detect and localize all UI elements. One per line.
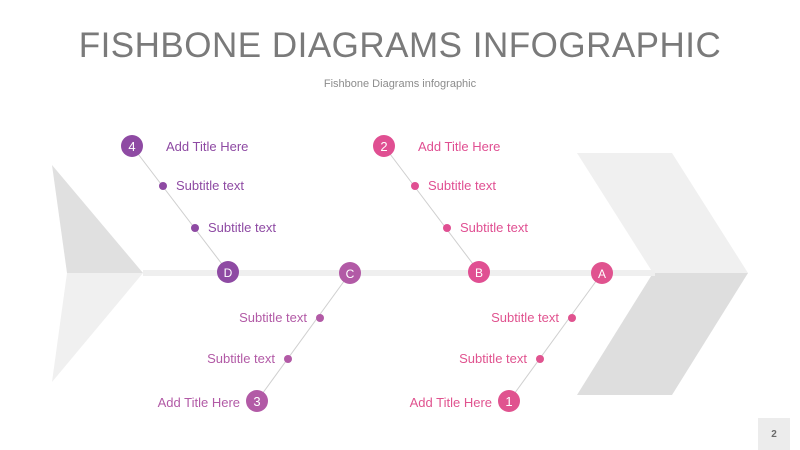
bone-c-marker: C [346,267,355,281]
bone-a-subtitle-1: Subtitle text [491,310,559,325]
fish-spine [143,270,655,276]
bone-d-marker-circle [217,261,239,283]
bone-b-dot-2 [443,224,451,232]
bone-d-line [131,145,229,273]
bone-d: 4 D Add Title Here Subtitle text Subtitl… [121,135,276,283]
bone-d-subtitle-2: Subtitle text [208,220,276,235]
page-number: 2 [758,418,790,450]
bone-a-number-circle [498,390,520,412]
bone-b: 2 B Add Title Here Subtitle text Subtitl… [373,135,528,283]
bone-a-marker: A [598,267,606,281]
bone-d-dot-2 [191,224,199,232]
bone-d-dot-1 [159,182,167,190]
bone-c-marker-circle [339,262,361,284]
bone-b-number-circle [373,135,395,157]
bone-a-title: Add Title Here [410,395,492,410]
bone-d-number: 4 [128,139,135,154]
bone-a-dot-2 [536,355,544,363]
bone-b-number: 2 [380,139,387,154]
bone-b-line [383,145,480,273]
fish-tail-lower [52,273,143,382]
bone-c: C 3 Subtitle text Subtitle text Add Titl… [158,262,361,412]
bone-c-dot-1 [316,314,324,322]
bone-b-marker: B [475,266,483,280]
bone-d-number-circle [121,135,143,157]
bone-c-line [256,272,351,402]
bone-a-line [508,272,603,402]
bone-c-dot-2 [284,355,292,363]
bone-c-number-circle [246,390,268,412]
bone-a-dot-1 [568,314,576,322]
bone-d-title: Add Title Here [166,139,248,154]
bone-b-dot-1 [411,182,419,190]
slide-title: FISHBONE DIAGRAMS INFOGRAPHIC [78,26,722,65]
bone-a: A 1 Subtitle text Subtitle text Add Titl… [410,262,613,412]
bone-c-subtitle-2: Subtitle text [207,351,275,366]
bone-a-subtitle-2: Subtitle text [459,351,527,366]
bone-b-subtitle-1: Subtitle text [428,178,496,193]
bone-b-marker-circle [468,261,490,283]
fish-head-upper [577,153,748,273]
bone-a-marker-circle [591,262,613,284]
bone-c-title: Add Title Here [158,395,240,410]
bone-c-number: 3 [253,394,260,409]
bone-d-subtitle-1: Subtitle text [176,178,244,193]
fish-tail-upper [52,165,143,273]
slide-subtitle: Fishbone Diagrams infographic [323,78,477,90]
bone-d-marker: D [224,266,233,280]
bone-b-title: Add Title Here [418,139,500,154]
bone-c-subtitle-1: Subtitle text [239,310,307,325]
bone-b-subtitle-2: Subtitle text [460,220,528,235]
fish-head-lower [577,273,748,395]
bone-a-number: 1 [505,394,512,409]
